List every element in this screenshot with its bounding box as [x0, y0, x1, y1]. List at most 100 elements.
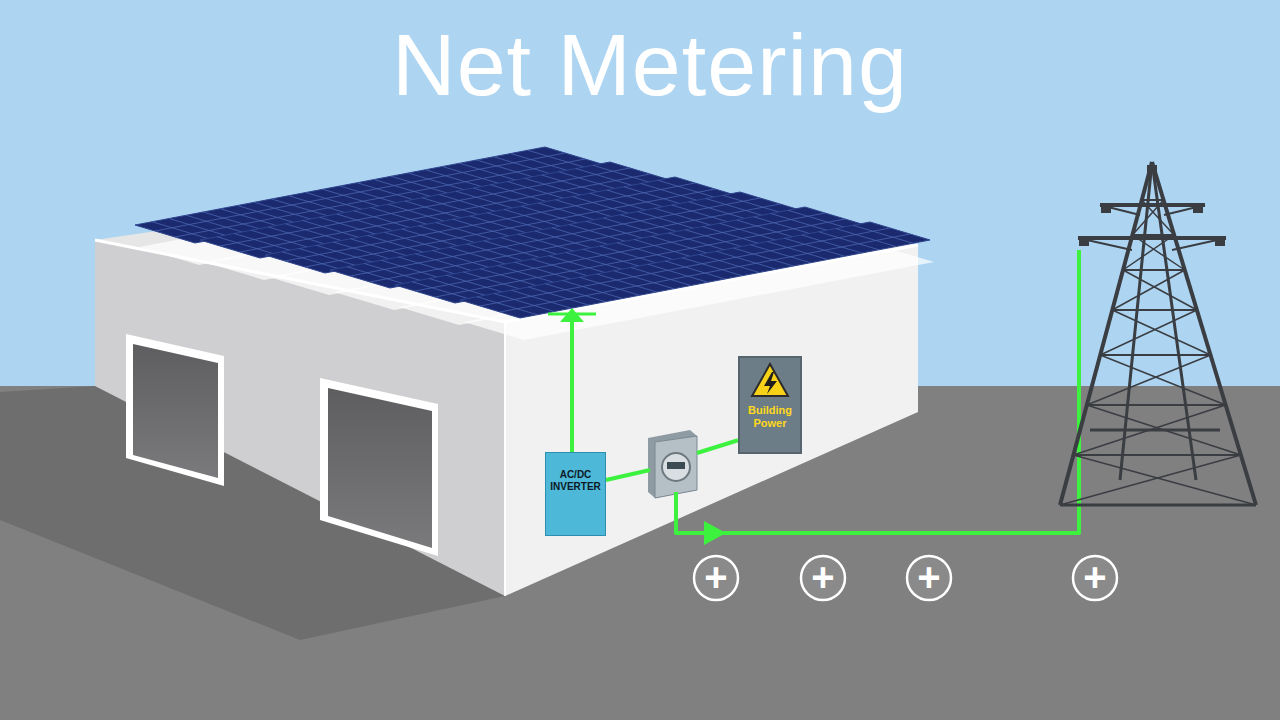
panel-cell-line [498, 266, 558, 284]
panel-cell-line [494, 157, 554, 175]
panel-junction [548, 313, 596, 316]
panel-cell-line [620, 215, 680, 233]
panel-cell-line [405, 201, 465, 219]
panel-cell-line [549, 256, 609, 274]
panel-cell-line [521, 206, 581, 224]
panel-cell-line [836, 229, 896, 247]
panel-cell-line [412, 282, 472, 300]
panel-cell-line [563, 281, 623, 299]
insulator [1215, 238, 1225, 246]
panel-cell-line [754, 217, 814, 235]
tower-member [1152, 162, 1256, 505]
panel-cell-line [603, 218, 663, 236]
panel-cell-line [220, 209, 280, 227]
panel-cell-line [542, 175, 602, 193]
tower-member [1112, 310, 1210, 355]
plus-circle [1073, 556, 1117, 600]
tower-member [1142, 199, 1164, 201]
panel-cell-line [251, 230, 311, 248]
panel-cell-line [552, 228, 612, 246]
panel-cell-line [439, 195, 499, 213]
tower-member [1060, 162, 1152, 505]
panel-cell-line [282, 252, 342, 270]
panel-cell-line [535, 231, 595, 249]
panel-label: Building Power [743, 404, 797, 429]
building-corner [504, 322, 506, 596]
panel-cell-line [398, 257, 458, 275]
panel-cell-line [802, 235, 862, 253]
panel-cell-line [576, 169, 636, 187]
panel-cell-line [651, 236, 711, 254]
tower-member [1132, 235, 1184, 270]
insulator [1147, 165, 1157, 173]
panel-cell-line [771, 214, 831, 232]
panel-cell-line [320, 217, 380, 235]
tower-member [1087, 405, 1241, 455]
tower-member [1073, 454, 1240, 456]
panel-cell-line [419, 226, 479, 244]
tower-member [1100, 310, 1197, 355]
panel-cell-line [289, 196, 349, 214]
panel-cell-line [425, 170, 485, 188]
panel-cell-line [501, 238, 561, 256]
plus-sign: + [907, 556, 951, 600]
tower-member [1100, 354, 1210, 356]
insulator [1079, 238, 1089, 246]
panel-cell-line [487, 213, 547, 231]
panel-cell-line [504, 210, 564, 228]
panel-cell-line [152, 222, 212, 240]
dc-wire [570, 318, 574, 452]
panel-cell-line [453, 219, 513, 237]
panel-cell-line [337, 214, 397, 232]
panel-cell-line [819, 232, 879, 250]
tower-member [1073, 405, 1225, 455]
panel-cell-line [477, 297, 537, 315]
panel-cell-line [368, 236, 428, 254]
panel-cell-line [333, 242, 393, 260]
panel-cell-line [631, 268, 691, 286]
panel-cell-line [323, 189, 383, 207]
panel-cell-line [422, 198, 482, 216]
panel-cell-line [511, 290, 571, 308]
panel-cell-line [306, 193, 366, 211]
panel-cell-line [303, 221, 363, 239]
panel-cell-line [559, 172, 619, 190]
panel-cell-line [685, 230, 745, 248]
panel-cell-line [624, 187, 684, 205]
panel-cell-line [597, 274, 657, 292]
panel-cell-line [586, 221, 646, 239]
power-wire [606, 440, 738, 480]
tower-member [1132, 234, 1174, 236]
panel-cell-line [480, 269, 540, 287]
panel-cell-line [268, 227, 328, 245]
panel-cell-line [785, 238, 845, 256]
panel-cell-line [569, 225, 629, 243]
tower-member [1060, 504, 1256, 507]
panel-cell-line [703, 227, 763, 245]
panel-cell-line [720, 223, 780, 241]
wire-arrowhead [704, 521, 726, 545]
tower-member [1123, 235, 1174, 270]
plus-circle [801, 556, 845, 600]
panel-cell-line [217, 237, 277, 255]
tower-member [1100, 355, 1225, 405]
panel-cell-line [484, 241, 544, 259]
panel-cell-line [583, 249, 643, 267]
grid-wire [676, 250, 1079, 533]
panel-cell-line [456, 191, 516, 209]
box-label: AC/DC INVERTER [549, 469, 602, 492]
tower-member [1164, 205, 1205, 215]
panel-cell-line [480, 228, 890, 306]
panel-cell-line [853, 225, 913, 243]
panel-cell-line [600, 246, 660, 264]
panel-cell-line [768, 242, 828, 260]
panel-cell-line [699, 255, 759, 273]
panel-cell-line [316, 245, 376, 263]
panel-cell-line [385, 232, 445, 250]
panel-cell-line [566, 253, 626, 271]
panel-cell-line [788, 210, 848, 228]
plus-sign: + [1073, 556, 1117, 600]
panel-cell-line [186, 215, 246, 233]
panel-cell-line [460, 163, 520, 181]
panel-cell-line [381, 260, 441, 278]
